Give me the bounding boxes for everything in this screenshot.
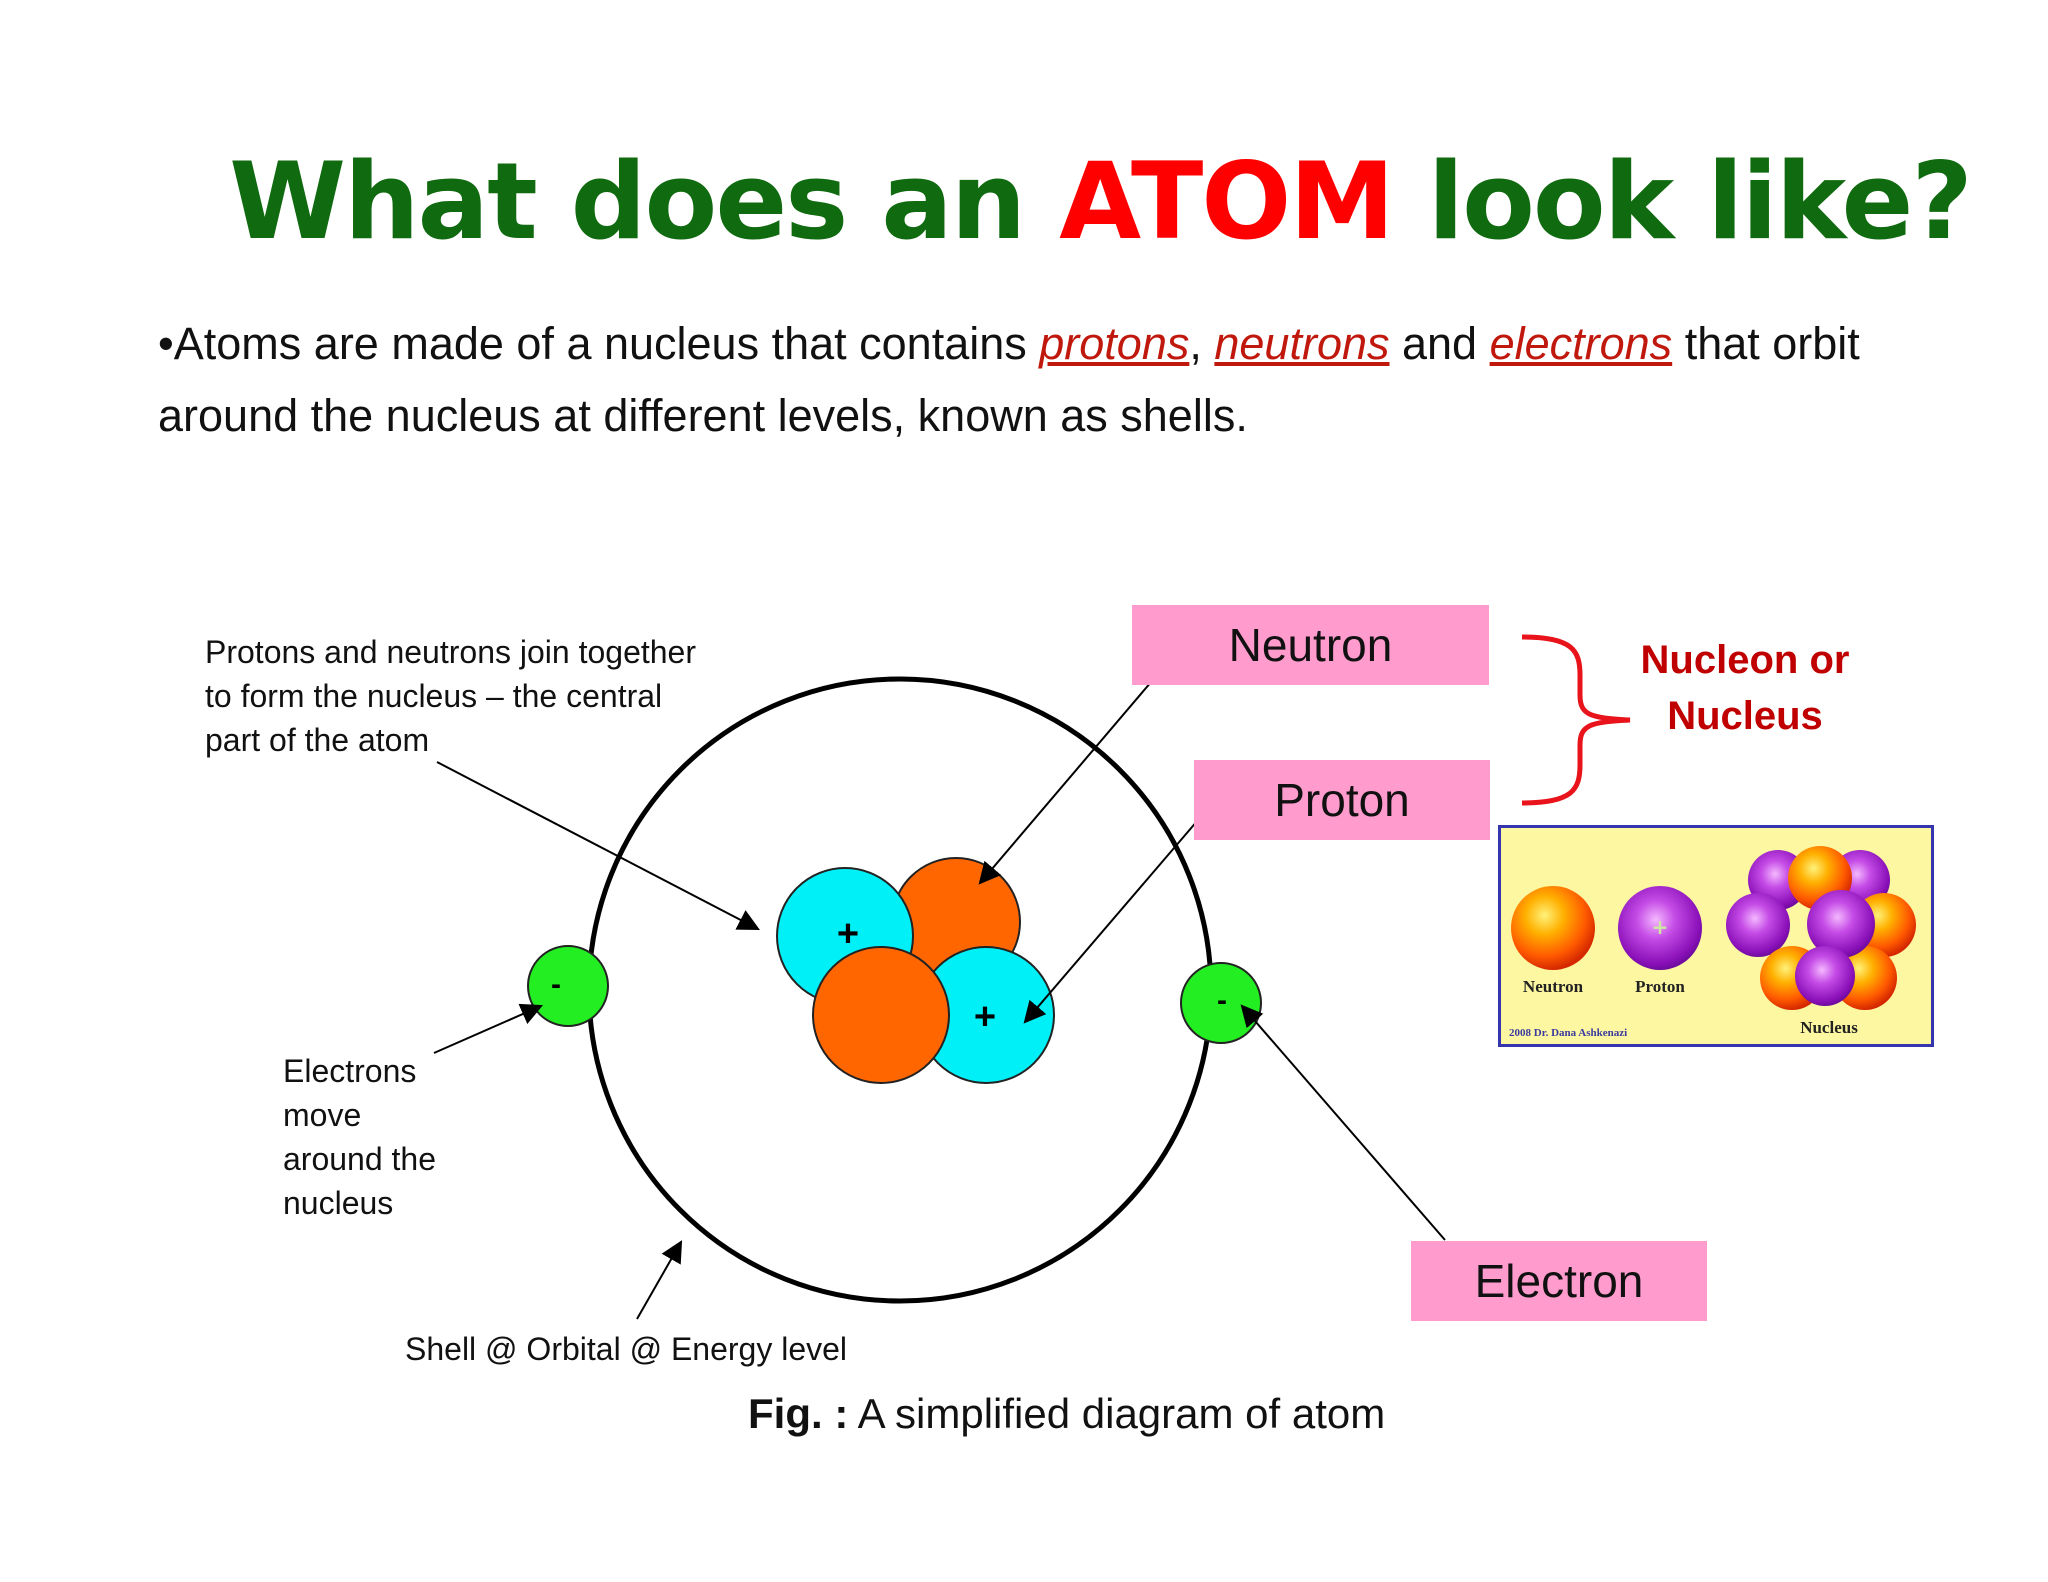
intro-paragraph: •Atoms are made of a nucleus that contai…: [158, 308, 1918, 452]
electron-label: Electron: [1411, 1241, 1707, 1321]
term-protons-link[interactable]: protons: [1039, 318, 1190, 369]
particle-inset-image: + Neutron Proton Nucleus 2008 Dr. Dana A…: [1498, 825, 1934, 1047]
title-highlight: ATOM: [1059, 140, 1395, 263]
intro-text-1: Atoms are made of a nucleus that contain…: [173, 318, 1040, 369]
arrow-nucleus-note: [436, 761, 760, 931]
term-electrons-link[interactable]: electrons: [1489, 318, 1673, 369]
title-prefix: What does an: [229, 140, 1060, 263]
bullet: •: [158, 318, 174, 369]
electron-sign-right: -: [1217, 984, 1227, 1017]
title-suffix: look like?: [1392, 140, 1973, 263]
arrow-electrons-note: [433, 1003, 544, 1054]
electrons-note: Electrons move around the nucleus: [283, 1053, 437, 1221]
caption-prefix: Fig. :: [748, 1390, 849, 1437]
inset-proton-plus: +: [1652, 915, 1669, 939]
nucleus-note: Protons and neutrons join together to fo…: [205, 634, 696, 758]
arrow-neutron: [978, 667, 1164, 885]
inset-proton-label: Proton: [1635, 977, 1685, 996]
proton-sign-1: +: [837, 913, 859, 955]
proton-label: Proton: [1194, 760, 1490, 840]
nucleon-label: Nucleon or Nucleus: [1640, 638, 1850, 738]
inset-proton-ball: [1618, 886, 1702, 970]
term-neutrons-link[interactable]: neutrons: [1214, 318, 1390, 369]
inset-nucleus-cluster: [1726, 846, 1916, 1010]
arrow-electron: [1240, 1004, 1446, 1241]
shell-note: Shell @ Orbital @ Energy level: [405, 1331, 848, 1367]
intro-text-3: that orbit around the nucleus at differe…: [158, 318, 1860, 441]
neutron-label: Neutron: [1132, 605, 1489, 685]
intro-text-2: and: [1389, 318, 1490, 369]
figure-caption: Fig. : A simplified diagram of atom: [748, 1390, 1385, 1438]
page-title: What does an ATOM look like?: [0, 140, 2048, 263]
nucleon-brace: [1521, 634, 1631, 806]
arrow-shell-note: [636, 1240, 683, 1320]
inset-nucleus-label: Nucleus: [1800, 1018, 1858, 1037]
arrow-proton: [1023, 805, 1211, 1024]
inset-credit: 2008 Dr. Dana Ashkenazi: [1509, 1027, 1627, 1039]
intro-separator: ,: [1189, 318, 1215, 369]
inset-illustration: + Neutron Proton Nucleus 2008 Dr. Dana A…: [1509, 846, 1916, 1039]
electron-sign-left: -: [551, 968, 561, 1001]
caption-text: A simplified diagram of atom: [848, 1390, 1386, 1437]
inset-neutron-ball: [1511, 886, 1595, 970]
neutron-particle-2: [812, 946, 950, 1084]
electron-left: [527, 945, 609, 1027]
inset-neutron-label: Neutron: [1523, 977, 1584, 996]
proton-sign-2: +: [974, 996, 996, 1038]
